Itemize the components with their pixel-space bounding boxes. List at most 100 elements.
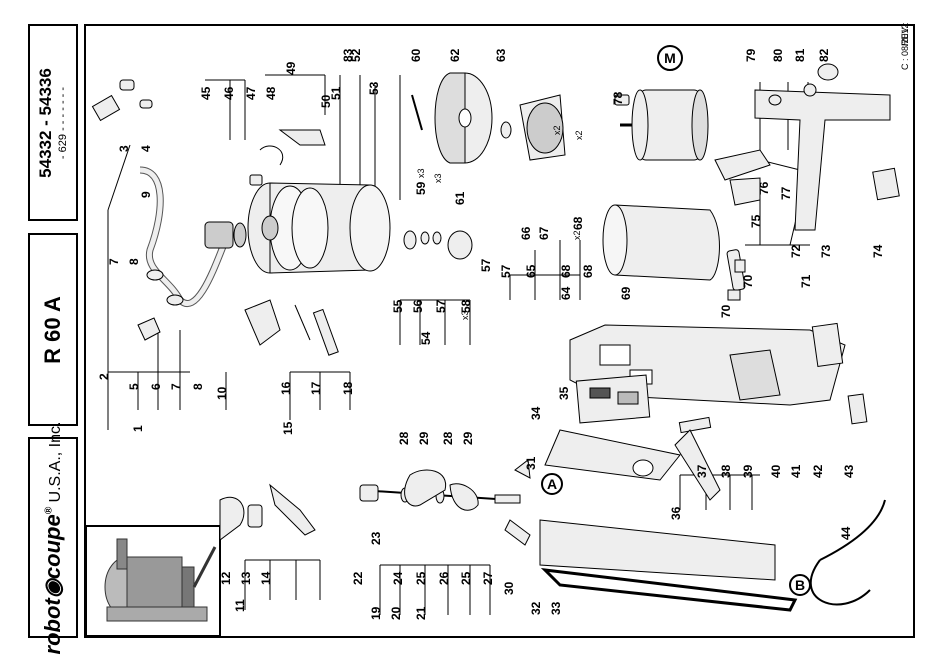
- part-label-8a: 8: [127, 258, 141, 265]
- part-label-65: 65: [524, 264, 538, 278]
- part-label-39: 39: [741, 464, 755, 478]
- part-label-8b: 8: [191, 383, 205, 390]
- part-label-14: 14: [259, 571, 273, 585]
- part-label-17: 17: [309, 381, 323, 395]
- callout-m-circle: [657, 45, 683, 71]
- part-label-36: 36: [669, 506, 683, 520]
- quantity-mark-68a: x2: [552, 125, 562, 135]
- part-label-13: 13: [239, 571, 253, 585]
- part-label-38: 38: [719, 464, 733, 478]
- part-label-27: 27: [481, 571, 495, 585]
- assembly-thumbnail: [85, 525, 221, 637]
- part-label-68a: 68: [559, 264, 573, 278]
- part-label-31: 31: [524, 456, 538, 470]
- part-label-11: 11: [233, 599, 247, 612]
- part-label-1: 1: [131, 425, 145, 432]
- part-label-79: 79: [744, 48, 758, 62]
- part-label-68b: 68: [581, 264, 595, 278]
- part-label-21: 21: [414, 606, 428, 620]
- part-label-77: 77: [779, 186, 793, 200]
- part-label-3: 3: [117, 145, 131, 152]
- part-label-10: 10: [215, 386, 229, 400]
- part-label-18: 18: [341, 381, 355, 395]
- part-label-7b: 7: [169, 383, 183, 390]
- part-label-41: 41: [789, 464, 803, 478]
- part-label-34: 34: [529, 406, 543, 420]
- quantity-mark-68c: x2: [572, 230, 582, 240]
- part-label-51: 51: [329, 86, 343, 100]
- part-label-64: 64: [559, 286, 573, 300]
- model-number-box: 54332 - 54336 - 629 - - - - - - -: [28, 24, 78, 221]
- model-name-box: R 60 A: [28, 233, 78, 426]
- quantity-mark-59b: x3: [433, 173, 443, 183]
- part-label-19: 19: [369, 606, 383, 620]
- brand-box: robot◉coupe® U.S.A., Inc.: [28, 421, 78, 654]
- part-label-25b: 25: [459, 571, 473, 585]
- part-label-73: 73: [819, 244, 833, 258]
- diagram-frame: [84, 24, 915, 638]
- part-label-49: 49: [284, 61, 298, 75]
- quantity-mark-59a: x3: [416, 168, 426, 178]
- part-label-22: 22: [351, 571, 365, 585]
- part-label-48: 48: [264, 86, 278, 100]
- callout-a: A: [547, 476, 557, 492]
- part-label-57a: 57: [434, 299, 448, 313]
- part-label-29b: 29: [461, 431, 475, 445]
- part-label-56: 56: [411, 299, 425, 313]
- part-label-15: 15: [281, 421, 295, 435]
- part-label-53: 53: [367, 81, 381, 95]
- part-label-78: 78: [611, 91, 625, 105]
- part-label-72: 72: [789, 244, 803, 258]
- part-label-70b: 70: [719, 304, 733, 318]
- callout-b: B: [795, 577, 805, 593]
- part-label-7a: 7: [107, 258, 121, 265]
- part-label-37: 37: [695, 464, 709, 478]
- part-label-81: 81: [793, 48, 807, 62]
- part-label-71: 71: [799, 274, 813, 288]
- part-label-54: 54: [419, 331, 433, 345]
- part-label-50: 50: [319, 94, 333, 108]
- part-label-60: 60: [409, 48, 423, 62]
- part-label-12: 12: [219, 571, 233, 585]
- part-label-4: 4: [139, 145, 153, 152]
- part-label-58: 58: [459, 299, 473, 313]
- part-label-29a: 29: [417, 431, 431, 445]
- part-label-62: 62: [448, 48, 462, 62]
- part-label-40: 40: [769, 464, 783, 478]
- quantity-mark-68b: x2: [574, 130, 584, 140]
- part-label-43: 43: [842, 464, 856, 478]
- part-label-61: 61: [453, 191, 467, 205]
- part-label-63: 63: [494, 48, 508, 62]
- part-label-52: 52: [349, 48, 363, 62]
- part-label-9: 9: [139, 191, 153, 198]
- part-label-30: 30: [502, 581, 516, 595]
- part-label-46: 46: [222, 86, 236, 100]
- part-label-83: 83: [341, 48, 355, 62]
- part-label-33: 33: [549, 601, 563, 615]
- callout-m: M: [664, 50, 676, 66]
- part-label-28a: 28: [397, 431, 411, 445]
- part-label-75: 75: [749, 214, 763, 228]
- part-label-74: 74: [871, 244, 885, 258]
- part-label-66: 66: [519, 226, 533, 240]
- quantity-mark-58: x3: [460, 310, 470, 320]
- part-label-44: 44: [839, 526, 853, 540]
- part-label-76: 76: [757, 181, 771, 195]
- part-label-25a: 25: [414, 571, 428, 585]
- part-label-69: 69: [619, 286, 633, 300]
- part-label-57c: 57: [499, 264, 513, 278]
- part-label-47: 47: [244, 86, 258, 100]
- part-label-80: 80: [771, 48, 785, 62]
- part-label-24: 24: [391, 571, 405, 585]
- part-label-57b: 57: [479, 258, 493, 272]
- part-label-70a: 70: [741, 274, 755, 288]
- part-label-2: 2: [97, 373, 111, 380]
- part-label-20: 20: [389, 606, 403, 620]
- part-label-42: 42: [811, 464, 825, 478]
- callout-b-circle: [789, 574, 811, 596]
- part-label-45: 45: [199, 86, 213, 100]
- part-label-68c: 68: [571, 216, 585, 230]
- part-label-16: 16: [279, 381, 293, 395]
- part-label-26: 26: [437, 571, 451, 585]
